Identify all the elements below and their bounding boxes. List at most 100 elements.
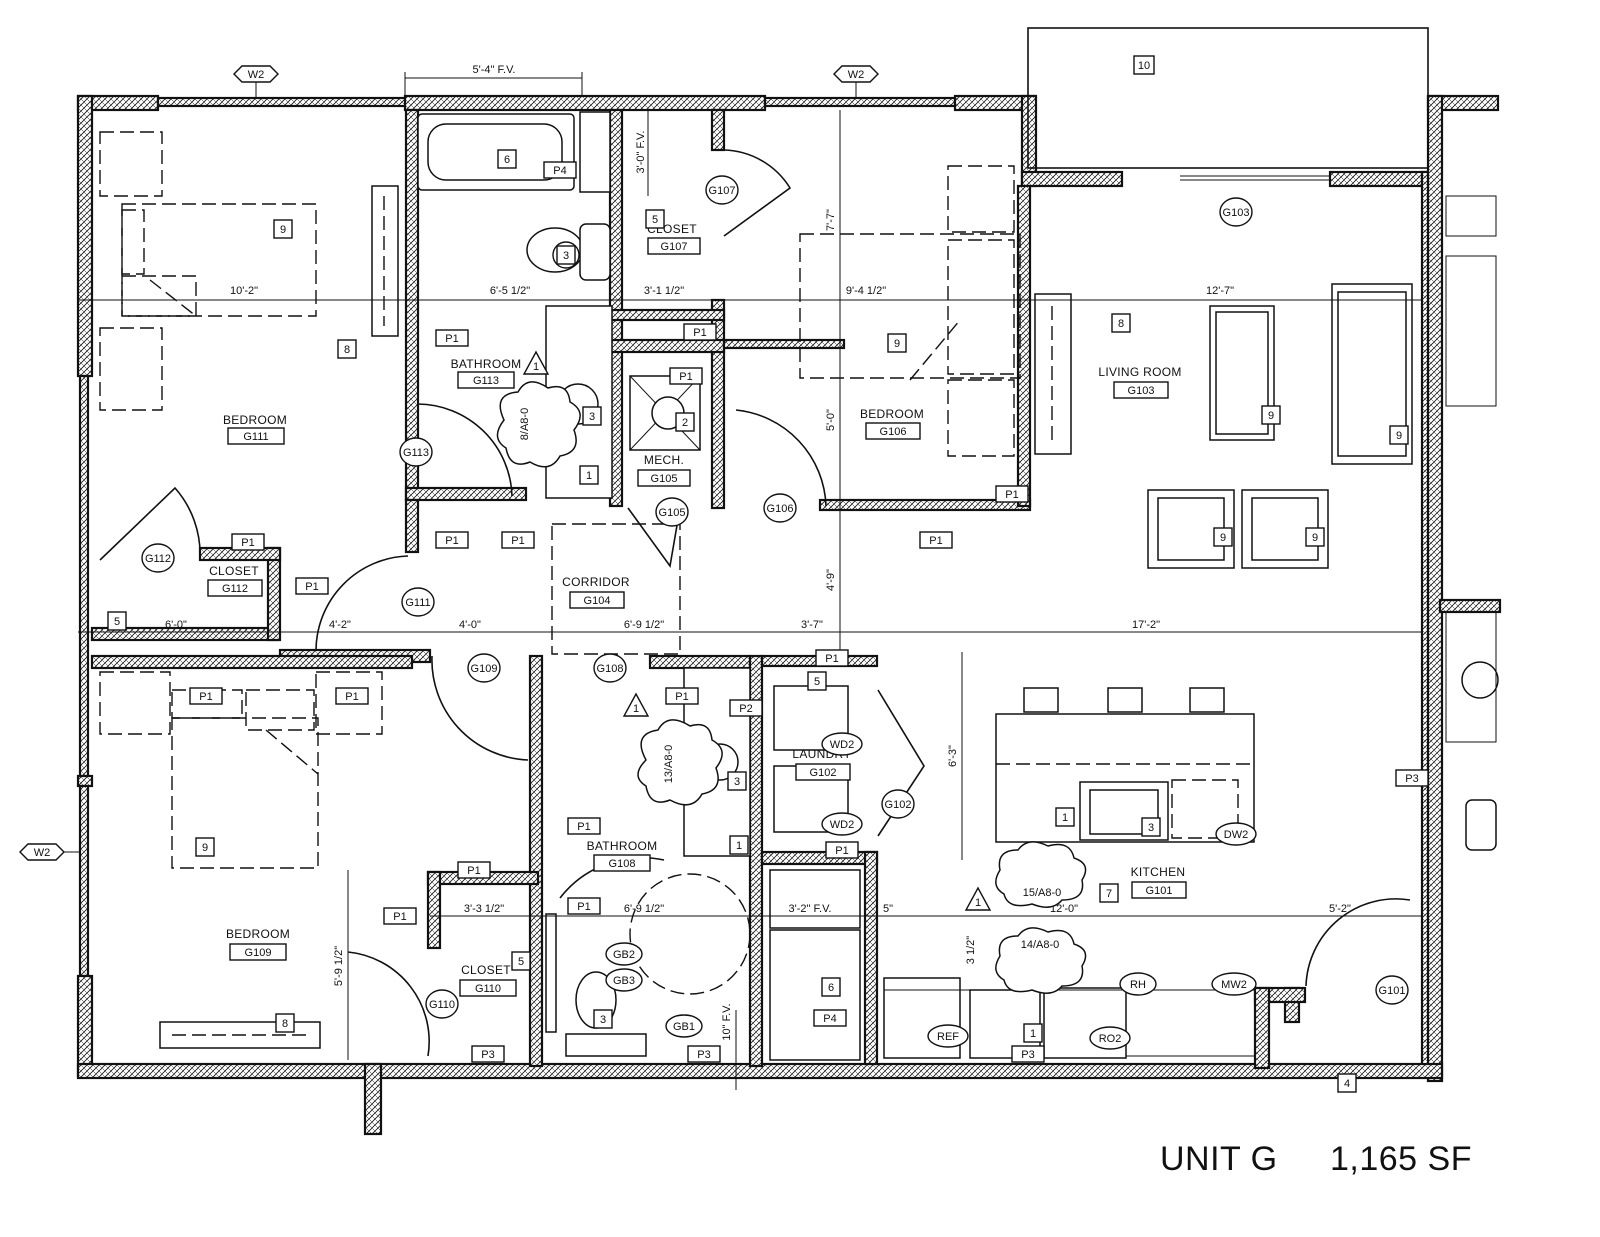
svg-text:7: 7: [1106, 888, 1112, 900]
revision-triangle: 1: [522, 350, 550, 375]
bedroom-g111-furniture: [99, 131, 399, 561]
keynote: 9: [1213, 527, 1233, 547]
svg-text:3'-0" F.V.: 3'-0" F.V.: [635, 131, 647, 174]
equipment-tags: WD2 WD2 DW2 REF RO2 RH MW2 GB1 GB2 GB3: [605, 732, 1257, 1050]
revision-triangle: 1: [622, 692, 650, 717]
svg-text:G105: G105: [659, 507, 686, 519]
range-tag: RO2: [1089, 1026, 1131, 1050]
svg-text:P2: P2: [739, 703, 752, 715]
svg-text:6: 6: [504, 154, 510, 166]
svg-text:BATHROOM: BATHROOM: [451, 357, 522, 371]
dishwasher-tag: DW2: [1215, 822, 1257, 846]
svg-text:W2: W2: [34, 847, 51, 859]
svg-text:6'-9 1/2": 6'-9 1/2": [624, 619, 664, 631]
svg-text:P1: P1: [929, 535, 942, 547]
svg-text:P1: P1: [1005, 489, 1018, 501]
room-label-laundry-g102: LAUNDRY G102: [792, 747, 851, 781]
svg-text:P1: P1: [825, 653, 838, 665]
keynotes: 9 8 6 5 3 3 1 2 9 8 9 9 9 9 10 5 5 9 3 1…: [107, 55, 1409, 1093]
svg-text:W2: W2: [848, 69, 865, 81]
svg-text:G111: G111: [243, 431, 268, 443]
svg-text:6: 6: [828, 982, 834, 994]
window-tag: W2: [233, 65, 279, 98]
room-label-mech-g105: MECH. G105: [637, 453, 691, 487]
svg-text:G104: G104: [584, 595, 611, 607]
unit-name: UNIT G: [1160, 1140, 1278, 1178]
svg-text:LIVING ROOM: LIVING ROOM: [1098, 365, 1181, 379]
svg-text:P1: P1: [199, 691, 212, 703]
svg-text:G102: G102: [810, 767, 837, 779]
svg-text:5'-0": 5'-0": [825, 409, 837, 431]
partition-tag: P4: [543, 161, 577, 179]
svg-text:CLOSET: CLOSET: [209, 564, 259, 578]
svg-text:3: 3: [600, 1014, 606, 1026]
window-tag: W2: [833, 65, 879, 98]
window-tag: W2: [19, 843, 80, 861]
svg-text:5: 5: [114, 616, 120, 628]
keynote: 9: [1389, 425, 1409, 445]
partition-tag: P1: [825, 841, 859, 859]
keynote: 2: [675, 412, 695, 432]
partition-tag: P1: [501, 531, 535, 549]
detail-cloud: 14/A8-0: [995, 927, 1087, 994]
keynote: 1: [729, 835, 749, 855]
range-hood-tag: RH: [1119, 972, 1157, 996]
door-tag-g113: G113: [399, 437, 433, 467]
svg-text:P4: P4: [553, 165, 566, 177]
svg-text:G108: G108: [609, 858, 636, 870]
svg-text:4: 4: [1344, 1078, 1350, 1090]
keynote: 7: [1099, 883, 1119, 903]
svg-text:14/A8-0: 14/A8-0: [1021, 939, 1060, 951]
unit-area: 1,165 SF: [1330, 1140, 1472, 1178]
keynote: 1: [579, 465, 599, 485]
svg-text:P1: P1: [577, 821, 590, 833]
keynote: 9: [273, 219, 293, 239]
keynote: 5: [107, 611, 127, 631]
keynote: 5: [645, 209, 665, 229]
svg-text:1: 1: [1030, 1028, 1036, 1040]
svg-text:9: 9: [1268, 410, 1274, 422]
svg-text:7'-7": 7'-7": [825, 209, 837, 231]
svg-text:P3: P3: [697, 1049, 710, 1061]
partition-tag: P1: [189, 687, 223, 705]
svg-text:P1: P1: [577, 901, 590, 913]
keynote: 3: [582, 406, 602, 426]
partition-tag: P1: [567, 817, 601, 835]
svg-text:RH: RH: [1130, 979, 1146, 991]
svg-text:P1: P1: [679, 371, 692, 383]
partition-tag: P2: [729, 699, 763, 717]
svg-text:GB2: GB2: [613, 949, 635, 961]
corridor-elements: [315, 523, 681, 761]
svg-text:3: 3: [1148, 822, 1154, 834]
exterior-walls: [76, 94, 1500, 1136]
keynote: 1: [1023, 1023, 1043, 1043]
keynote: 3: [1141, 817, 1161, 837]
svg-text:10" F.V.: 10" F.V.: [721, 1003, 733, 1040]
detail-cloud: 15/A8-0: [995, 841, 1087, 908]
svg-text:6'-5 1/2": 6'-5 1/2": [490, 285, 530, 297]
grab-bar-tag: GB1: [665, 1014, 703, 1038]
svg-text:15/A8-0: 15/A8-0: [1023, 887, 1062, 899]
partition-tag: P1: [665, 687, 699, 705]
room-label-closet-g112: CLOSET G112: [207, 564, 263, 597]
svg-text:CORRIDOR: CORRIDOR: [562, 575, 630, 589]
svg-text:P1: P1: [511, 535, 524, 547]
partition-tag: P3: [1395, 769, 1429, 787]
partition-tag: P3: [471, 1045, 505, 1063]
refrigerator-tag: REF: [927, 1024, 969, 1048]
bathroom-g108-fixtures: [545, 667, 861, 1061]
detail-cloud: 8/A8-0: [496, 381, 581, 468]
door-tag-g111: G111: [401, 587, 435, 617]
washer-dryer-tag: WD2: [821, 732, 863, 756]
svg-text:9: 9: [280, 224, 286, 236]
svg-text:1: 1: [1062, 812, 1068, 824]
svg-text:6'-9 1/2": 6'-9 1/2": [624, 903, 664, 915]
svg-text:P1: P1: [241, 537, 254, 549]
partition-tag: P1: [815, 649, 849, 667]
dimension-text: 5'-4" F.V. 10'-2" 6'-5 1/2" 3'-1 1/2" 9'…: [165, 64, 1351, 1041]
svg-text:G113: G113: [403, 447, 429, 459]
bedroom-g109-furniture: [99, 671, 430, 1057]
svg-text:2: 2: [682, 417, 688, 429]
svg-text:GB1: GB1: [673, 1021, 695, 1033]
